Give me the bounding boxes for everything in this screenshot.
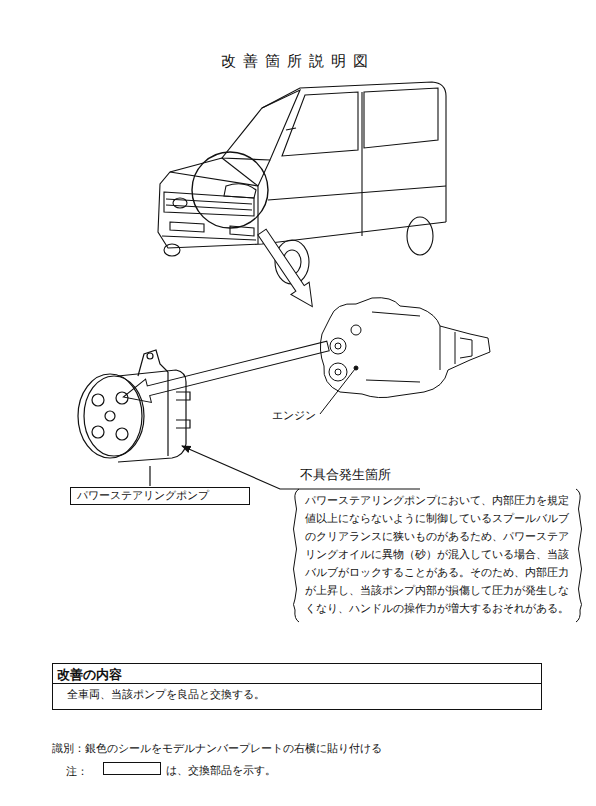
part-name: パワーステアリングポンプ (77, 489, 243, 503)
van-drawing (158, 82, 446, 284)
note-text: パワーステアリングポンプにおいて、内部圧力を規定値以上にならないように制御してい… (305, 492, 570, 618)
bracket-line (576, 489, 582, 622)
pointer-arrow (120, 226, 331, 409)
note-body: パワーステアリングポンプにおいて、内部圧力を規定値以上にならないように制御してい… (292, 489, 582, 622)
legend-swatch (103, 762, 161, 775)
section-heading: 不具合発生箇所 (292, 466, 582, 483)
note-text: 識別：銀色のシールをモデルナンバープレートの右横に貼り付ける (52, 741, 382, 756)
remedy-box: 改善の内容全車両、当該ポンプを良品と交換する。 (52, 663, 542, 710)
bracket-line (294, 489, 300, 622)
defect-note: 不具合発生箇所パワーステアリングポンプにおいて、内部圧力を規定値以上にならないよ… (292, 466, 582, 622)
part-label: エンジン (272, 408, 316, 423)
title: 改善箇所説明図 (0, 52, 596, 71)
legend-text: は、交換部品を示す。 (166, 763, 276, 778)
box-heading: 改善の内容 (53, 666, 541, 684)
note-text: 注： (66, 764, 88, 779)
engine-drawing (320, 298, 490, 414)
box-text: 全車両、当該ポンプを良品と交換する。 (57, 687, 535, 703)
part-name-box: パワーステアリングポンプ (70, 487, 250, 505)
